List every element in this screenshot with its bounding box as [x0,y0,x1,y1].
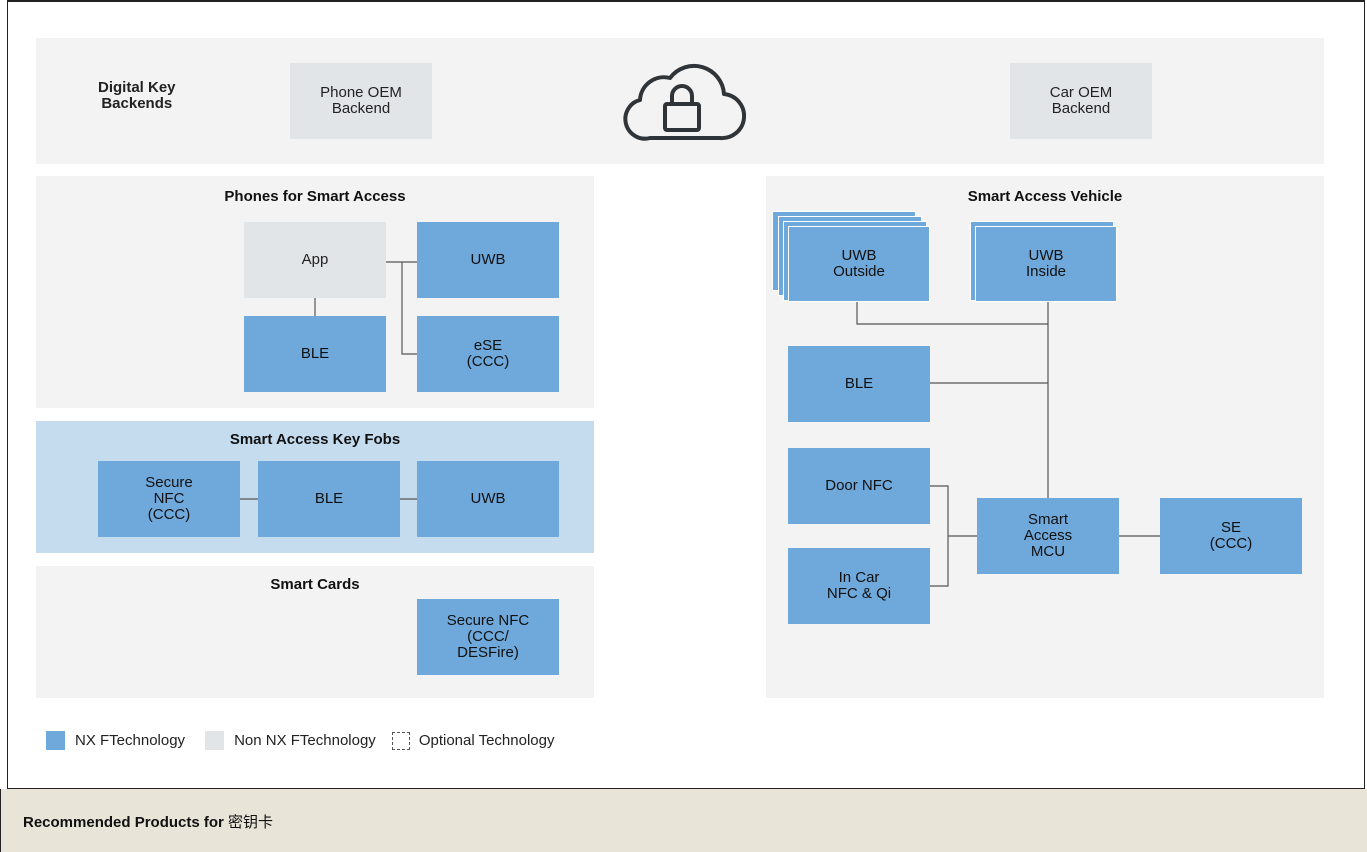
legend-non-nx: Non NX FTechnology [205,731,376,750]
recommended-products-bar[interactable]: Recommended Products for 密钥卡 [0,789,1367,852]
phone-oem-backend: Phone OEM Backend [290,63,432,139]
keyfob-ble-box: BLE [258,461,400,537]
smart-access-mcu-box: Smart Access MCU [977,498,1119,574]
legend-optional: Optional Technology [391,731,555,750]
backends-panel: Digital Key Backends Phone OEM Backend C… [36,38,1324,164]
recommended-products-heading[interactable]: Recommended Products for 密钥卡 [23,811,273,832]
smart-cards-title: Smart Cards [270,576,360,593]
in-car-nfc-box: In Car NFC & Qi [788,548,930,624]
vehicle-ble-box: BLE [788,346,930,422]
keyfob-uwb-box: UWB [417,461,559,537]
se-ccc-box: SE (CCC) [1160,498,1302,574]
smartcard-secure-nfc-box: Secure NFC (CCC/ DESFire) [417,599,559,675]
legend-optional-label: Optional Technology [418,732,555,749]
phone-ese-box: eSE (CCC) [417,316,559,392]
uwb-inside-box: UWB Inside [975,226,1117,302]
phone-app-box: App [244,222,386,298]
uwb-outside-connector [856,302,1048,325]
cloud-lock-icon [620,58,747,142]
non-nx-swatch [205,731,225,750]
recommended-prefix: Recommended Products for [23,814,224,831]
car-oem-backend: Car OEM Backend [1010,63,1152,139]
optional-swatch [391,731,410,750]
door-nfc-connector [930,485,949,587]
backends-label: Digital Key Backends [98,79,176,112]
keyfob-secure-nfc-box: Secure NFC (CCC) [98,461,240,537]
recommended-suffix: 密钥卡 [228,813,274,831]
legend: NX FTechnology Non NX FTechnology Option… [46,731,568,750]
legend-non-nx-label: Non NX FTechnology [234,732,376,749]
door-nfc-box: Door NFC [788,448,930,524]
diagram-frame [7,0,1365,789]
uwb-outside-box: UWB Outside [788,226,930,302]
key-fobs-title: Smart Access Key Fobs [229,431,401,448]
phone-ble-box: BLE [244,316,386,392]
nx-swatch [46,731,65,750]
phone-uwb-box: UWB [417,222,559,298]
vehicle-title: Smart Access Vehicle [967,188,1123,205]
legend-nx-label: NX FTechnology [75,732,186,749]
phones-title: Phones for Smart Access [224,188,406,205]
legend-nx: NX FTechnology [46,731,185,750]
app-ese-connector [401,262,417,355]
